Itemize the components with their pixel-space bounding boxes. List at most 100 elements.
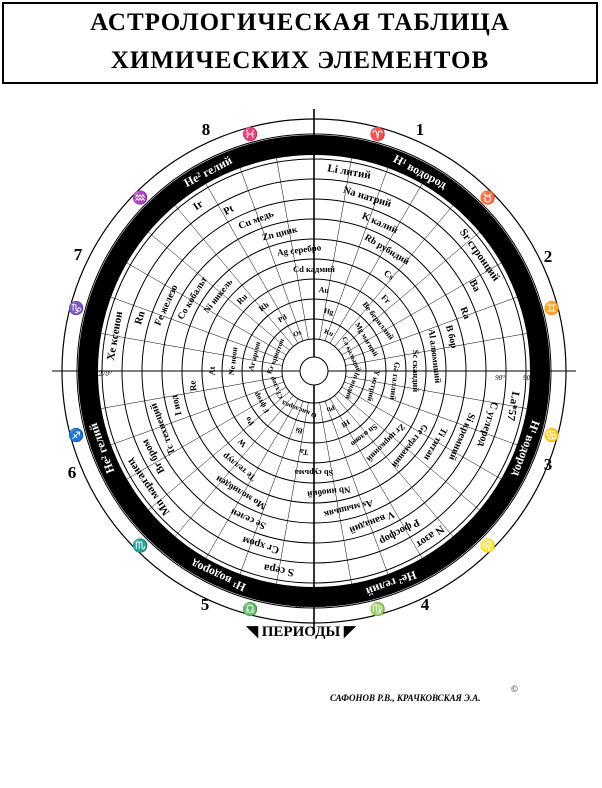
degree-marker: 360 (292, 138, 304, 146)
zodiac-icon: ♍ (370, 602, 386, 617)
element-label: Al алюминий (427, 328, 444, 383)
element-label: Cr хром (241, 534, 281, 556)
element-label: Pd (276, 312, 289, 325)
radial-spoke (110, 296, 285, 361)
element-label: Ta (299, 447, 309, 457)
radial-spoke (239, 167, 304, 342)
radial-spoke (343, 381, 518, 446)
element-label: Kr криптон (265, 338, 286, 375)
radial-spoke (341, 386, 502, 480)
triangle-left-icon: ◥ (246, 624, 258, 640)
radial-spoke (101, 333, 283, 366)
radial-spoke (205, 183, 299, 344)
sector-number: 5 (201, 595, 210, 614)
element-label: Hg (323, 306, 335, 317)
radial-spoke (334, 395, 454, 537)
element-label: Pt (222, 203, 236, 218)
element-label: Bi (295, 425, 304, 435)
element-label: Cs (382, 268, 396, 282)
element-label: W (235, 436, 248, 449)
zodiac-icon: ♏ (132, 538, 148, 553)
radial-spoke (101, 376, 283, 409)
zodiac-icon: ♐ (68, 428, 84, 443)
element-label: Ga галлий (388, 361, 402, 400)
element-label: C углерод (475, 400, 499, 448)
element-label: Au (318, 285, 330, 295)
zodiac-icon: ♑ (68, 300, 84, 315)
radial-spoke (174, 205, 294, 347)
radial-spoke (126, 262, 287, 356)
element-label: Ra (457, 305, 472, 320)
radial-spoke (345, 376, 527, 409)
zodiac-icon: ♒ (132, 190, 148, 205)
element-label: Os (292, 328, 303, 339)
outer-ring-label: He² гелий (86, 421, 117, 475)
radial-spoke (276, 158, 309, 340)
radial-spoke (126, 386, 287, 480)
element-label: Ba (467, 278, 483, 295)
degree-marker: 270 (78, 370, 89, 378)
element-label: I иод (170, 394, 185, 417)
sector-number: 8 (202, 120, 211, 139)
element-label: As мышьяк (322, 497, 374, 519)
element-label: K калий (360, 211, 400, 237)
radial-spoke (205, 398, 299, 559)
radial-spoke (329, 398, 423, 559)
element-label: Fr (379, 292, 393, 306)
zodiac-icon: ♋ (544, 428, 560, 443)
element-label: Ku (323, 327, 335, 338)
radial-spoke (329, 183, 423, 344)
element-label: Sb сурьма (294, 468, 333, 478)
radial-spoke (341, 262, 502, 356)
zodiac-icon: ♊ (544, 300, 560, 315)
title-box: АСТРОЛОГИЧЕСКАЯ ТАБЛИЦА ХИМИЧЕСКИХ ЭЛЕМЕ… (2, 2, 598, 84)
element-label: S сера (262, 561, 294, 578)
element-label: O кислород (280, 399, 317, 420)
element-label: Rh (257, 300, 271, 314)
title-line-1: АСТРОЛОГИЧЕСКАЯ ТАБЛИЦА (90, 9, 510, 36)
radial-spoke (338, 231, 480, 351)
sector-number: 4 (421, 595, 430, 614)
triangle-right-icon: ◤ (343, 624, 356, 640)
zodiac-icon: ♓ (242, 126, 258, 141)
title-line-2: ХИМИЧЕСКИХ ЭЛЕМЕНТОВ (110, 47, 490, 74)
periods-label: ◥ ПЕРИОДЫ ◤ (0, 622, 602, 641)
element-label: Cd кадмий (293, 264, 335, 274)
element-label: Hf (339, 418, 351, 430)
element-label: Ne неон (227, 346, 239, 375)
zodiac-icon: ♎ (242, 602, 258, 617)
zodiac-icon: ♌ (480, 538, 496, 553)
radial-spoke (239, 400, 304, 575)
sector-number: 7 (74, 245, 83, 264)
element-label: Sc скандий (411, 350, 421, 393)
degree-marker: 180 (295, 601, 306, 609)
radial-spoke (148, 391, 290, 511)
radial-spoke (110, 381, 285, 446)
center-hub (299, 356, 329, 386)
sector-number: 1 (416, 120, 425, 139)
element-label: Y иттрий (365, 369, 382, 403)
element-label: Na натрий (342, 185, 393, 210)
radial-spoke (334, 205, 454, 347)
element-label: Ag серебро (277, 242, 323, 257)
radial-spoke (338, 391, 480, 511)
periods-text: ПЕРИОДЫ (261, 624, 341, 640)
degree-marker: 0 (323, 601, 327, 609)
element-label: Po (243, 415, 256, 428)
element-label: Ir (191, 198, 205, 213)
element-label: Sn олово (349, 422, 379, 448)
zodiac-icon: ♈ (370, 126, 386, 141)
radial-spoke (319, 402, 352, 584)
degree-marker: 90° (523, 374, 533, 382)
radial-spoke (345, 333, 527, 366)
sector-number: 2 (544, 247, 553, 266)
element-label: La*57 (504, 391, 521, 422)
zodiac-icon: ♉ (480, 190, 496, 205)
radial-spoke (324, 400, 389, 575)
sector-number: 3 (544, 455, 553, 474)
element-label: Ar аргон (246, 340, 262, 372)
degree-marker: 0° (319, 138, 326, 146)
degree-marker: 270° (98, 370, 112, 378)
degree-marker: 90° (495, 374, 505, 382)
